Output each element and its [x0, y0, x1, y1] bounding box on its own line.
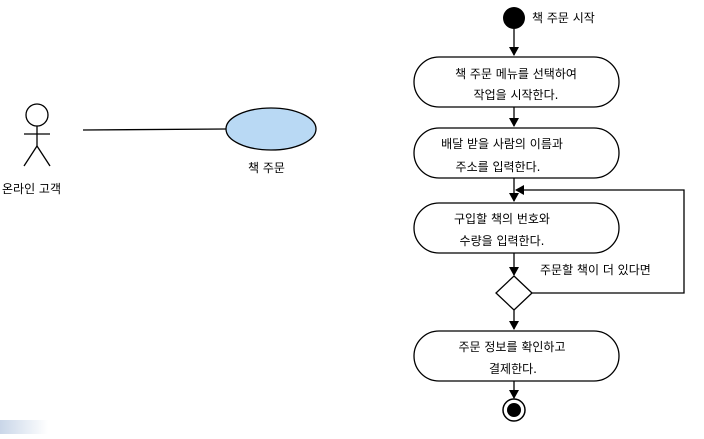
use-case-book-order	[225, 107, 317, 151]
loop-guard-label: 주문할 책이 더 있다면	[540, 262, 651, 277]
action-confirm-pay-line1: 주문 정보를 확인하고	[459, 340, 566, 354]
action-enter-recipient-line2: 주소를 입력한다.	[456, 160, 541, 174]
action-select-menu-line2: 작업을 시작한다.	[474, 88, 559, 102]
use-case-label: 책 주문	[248, 160, 285, 175]
loop-back-flow	[515, 185, 685, 294]
actor-online-customer	[23, 103, 51, 167]
actor-leg-right	[36, 145, 51, 167]
action-enter-recipient	[413, 127, 620, 179]
action-enter-book-quantity	[413, 202, 620, 254]
action-select-menu-line1: 책 주문 메뉴를 선택하여	[455, 66, 577, 81]
action-confirm-pay	[413, 330, 620, 382]
final-node-core	[507, 403, 521, 417]
actor-head	[25, 103, 49, 127]
final-node	[502, 398, 526, 422]
action-confirm-pay-line2: 결제한다.	[489, 362, 537, 376]
action-enter-book-quantity-line1: 구입할 책의 번호와	[454, 211, 550, 226]
action-select-menu	[413, 56, 620, 108]
start-label: 책 주문 시작	[532, 10, 595, 25]
actor-label: 온라인 고객	[2, 182, 61, 196]
action-enter-recipient-line1: 배달 받을 사람의 이름과	[441, 137, 563, 151]
initial-node	[503, 7, 525, 29]
corner-shadow	[0, 420, 48, 434]
action-enter-book-quantity-line2: 수량을 입력한다.	[460, 234, 545, 248]
association-line	[82, 128, 227, 131]
decision-node	[495, 275, 533, 311]
actor-leg-left	[23, 145, 38, 167]
